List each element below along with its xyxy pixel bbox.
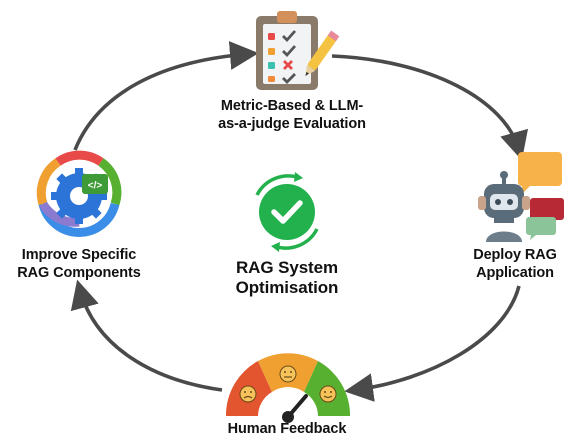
arrow-feedback-to-improve xyxy=(70,279,223,392)
node-improve-label: Improve Specific RAG Components xyxy=(4,246,154,282)
center-title-line-2: Optimisation xyxy=(235,278,339,297)
optimisation-check-icon xyxy=(255,172,319,252)
code-tag-glyph: </> xyxy=(88,181,103,192)
center-title: RAG System Optimisation xyxy=(212,258,362,298)
robot-chat-icon xyxy=(478,152,564,242)
node-deploy-label: Deploy RAG Application xyxy=(468,246,562,282)
feedback-gauge-icon xyxy=(225,353,351,423)
center-title-line-1: RAG System xyxy=(236,258,338,277)
evaluation-label-line-1: Metric-Based & LLM- xyxy=(220,98,364,114)
improve-label-line-1: Improve Specific xyxy=(21,247,137,263)
arrow-evaluation-to-deploy xyxy=(331,54,528,161)
clipboard-checklist-icon xyxy=(256,11,340,90)
evaluation-label-line-2: as-a-judge Evaluation xyxy=(218,116,366,132)
deploy-label-line-2: Application xyxy=(476,265,554,281)
arrow-deploy-to-feedback xyxy=(344,285,521,402)
node-feedback-label: Human Feedback xyxy=(212,421,362,438)
node-evaluation-label: Metric-Based & LLM- as-a-judge Evaluatio… xyxy=(212,97,372,133)
gear-components-icon: </> xyxy=(36,150,122,237)
feedback-label-line-1: Human Feedback xyxy=(227,421,347,437)
improve-label-line-2: RAG Components xyxy=(17,265,141,281)
deploy-label-line-1: Deploy RAG xyxy=(473,247,557,263)
arrow-improve-to-evaluation xyxy=(73,41,259,151)
